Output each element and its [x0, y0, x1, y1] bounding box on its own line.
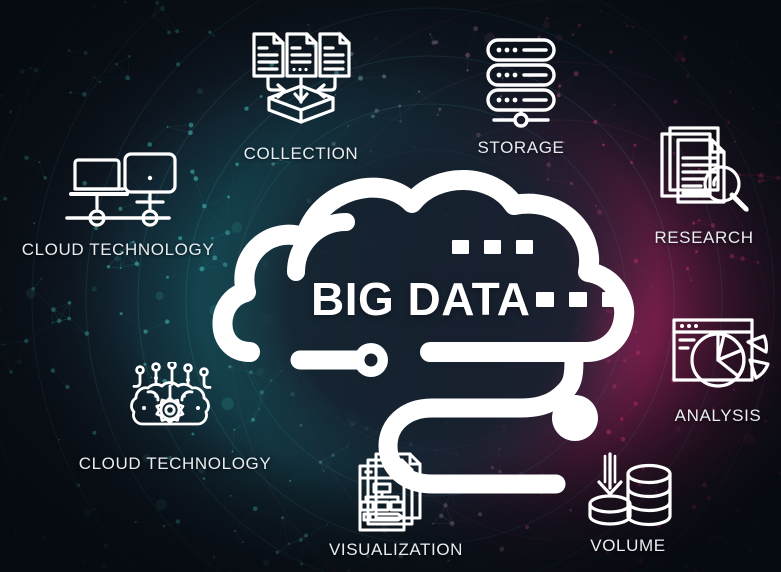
node-research[interactable]: RESEARCH	[648, 122, 760, 248]
documents-magnifier-icon	[660, 126, 749, 212]
cloud-node-dot	[552, 395, 598, 441]
node-volume[interactable]: VOLUME	[573, 452, 683, 556]
pie-chart-window-icon	[672, 318, 770, 388]
node-analysis[interactable]: ANALYSIS	[662, 312, 774, 426]
server-rack-icon	[486, 38, 556, 128]
node-label: ANALYSIS	[674, 406, 762, 425]
node-label: VOLUME	[590, 536, 666, 555]
node-cloud-technology-network[interactable]: CLOUD TECHNOLOGY	[18, 152, 218, 260]
node-collection[interactable]: COLLECTION	[241, 28, 361, 164]
node-cloud-technology-ai[interactable]: CLOUD TECHNOLOGY	[79, 362, 271, 474]
flowchart-docs-icon	[358, 452, 422, 532]
node-label: COLLECTION	[243, 144, 359, 163]
node-visualization[interactable]: VISUALIZATION	[328, 450, 464, 560]
node-label: STORAGE	[477, 138, 565, 157]
cloud-dot-row-bottom	[536, 292, 620, 307]
laptop-monitor-network-icon	[65, 152, 177, 227]
node-label: RESEARCH	[654, 228, 754, 247]
ai-brain-gear-icon	[130, 362, 212, 426]
documents-to-tray-icon	[252, 32, 351, 124]
node-label: CLOUD TECHNOLOGY	[78, 454, 272, 473]
node-label: VISUALIZATION	[328, 540, 464, 559]
page-title: BIG DATA	[311, 273, 531, 325]
node-storage[interactable]: STORAGE	[466, 32, 576, 158]
cloud-dot-row-top	[452, 240, 533, 254]
node-label: CLOUD TECHNOLOGY	[21, 240, 215, 259]
database-download-icon	[588, 452, 672, 527]
